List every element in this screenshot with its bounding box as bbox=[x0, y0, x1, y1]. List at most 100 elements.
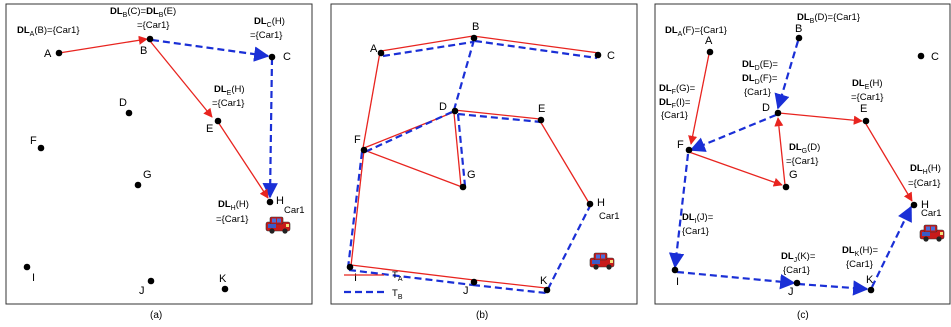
edge-b-d-g-blue bbox=[456, 113, 467, 187]
node-label-c-I: I bbox=[676, 276, 679, 288]
edge-c-g-d-red bbox=[774, 117, 786, 186]
edge-c-i-j-blue bbox=[676, 270, 796, 290]
edge-e-h-red bbox=[217, 121, 269, 199]
edge-b-d-e-red bbox=[453, 109, 541, 120]
panel-a-frame bbox=[5, 3, 313, 305]
node-label-a-G: G bbox=[143, 169, 152, 181]
annot-c-dld-val: {Car1} bbox=[744, 87, 771, 98]
annot-a-dlh-val: ={Car1} bbox=[216, 214, 249, 225]
annot-c-dlj: DLJ(K)= bbox=[781, 251, 816, 264]
edge-b-a-b-red bbox=[380, 35, 474, 52]
annot-c-dla: DLA(F)={Car1} bbox=[665, 25, 727, 38]
annot-a-dlc-val: ={Car1} bbox=[250, 30, 283, 41]
node-label-c-F: F bbox=[677, 139, 684, 151]
node-c-A bbox=[706, 48, 714, 56]
annot-c-dlh: DLH(H) bbox=[910, 163, 941, 176]
node-label-b-A: A bbox=[370, 43, 378, 55]
edge-b-f-g-red bbox=[363, 149, 463, 188]
node-c-H bbox=[910, 201, 918, 209]
node-label-c-H: H bbox=[921, 199, 929, 211]
edge-b-b-c-blue bbox=[474, 39, 598, 60]
annot-c-dlb: DLB(D)={Car1} bbox=[797, 12, 860, 25]
edge-c-k-h-blue bbox=[871, 205, 912, 288]
legend: TA TB bbox=[344, 270, 403, 301]
annot-c-dle: DLE(H) bbox=[852, 78, 883, 91]
node-a-I bbox=[23, 263, 31, 271]
annot-c-dli-val: {Car1} bbox=[682, 226, 709, 237]
node-label-a-J: J bbox=[139, 285, 145, 297]
panel-a: A B C D E F G H I J K DLA(B)={Car1} DLB(… bbox=[5, 3, 313, 321]
node-c-J bbox=[793, 279, 801, 287]
node-label-c-B: B bbox=[795, 23, 802, 35]
panel-b: A B C D E F G H I J K Car1 TA TB (b) bbox=[330, 3, 638, 321]
annot-c-dlg-val: ={Car1} bbox=[786, 156, 819, 167]
annot-c-dlh-val: ={Car1} bbox=[908, 178, 941, 189]
edge-b-a-b-blue bbox=[382, 40, 474, 58]
node-a-E bbox=[214, 117, 222, 125]
node-label-c-K: K bbox=[866, 274, 874, 286]
node-label-b-B: B bbox=[472, 21, 479, 33]
node-c-K bbox=[867, 286, 875, 294]
node-label-c-C: C bbox=[931, 51, 939, 63]
node-label-a-K: K bbox=[219, 273, 227, 285]
node-a-F bbox=[37, 144, 45, 152]
edge-b-k-h-blue bbox=[547, 205, 591, 290]
node-label-a-I: I bbox=[32, 272, 35, 284]
node-label-b-C: C bbox=[607, 50, 615, 62]
edge-b-d-g-red bbox=[453, 112, 462, 187]
node-b-J bbox=[470, 278, 478, 286]
annot-c-dlf-i: DLF(I)= bbox=[659, 97, 691, 110]
edge-b-j-k-blue bbox=[472, 283, 547, 295]
car-label-b: Car1 bbox=[599, 211, 620, 222]
node-label-b-I: I bbox=[354, 272, 357, 284]
node-c-I bbox=[671, 266, 679, 274]
node-a-G bbox=[134, 181, 142, 189]
annot-c-dlk: DLK(H)= bbox=[842, 245, 879, 258]
legend-ta-label: TA bbox=[392, 270, 403, 283]
node-b-D bbox=[451, 107, 459, 115]
panel-c: A B C D E F G H I J K DLA(F)={Car1} DLB(… bbox=[654, 3, 951, 321]
node-a-A bbox=[55, 49, 63, 57]
node-label-c-A: A bbox=[705, 35, 713, 47]
legend-tb-label: TB bbox=[392, 288, 403, 301]
annot-a-dlc: DLC(H) bbox=[254, 16, 285, 29]
node-label-a-C: C bbox=[283, 51, 291, 63]
node-a-H bbox=[266, 198, 274, 206]
annot-c-dlj-val: {Car1} bbox=[783, 265, 810, 276]
caption-a: (a) bbox=[150, 310, 162, 321]
edge-b-i-j-red bbox=[350, 264, 475, 281]
annot-c-dli: DLI(J)= bbox=[682, 212, 714, 225]
node-label-b-F: F bbox=[354, 134, 361, 146]
node-b-G bbox=[459, 183, 467, 191]
annot-a-dle-val: ={Car1} bbox=[212, 98, 245, 109]
node-label-b-D: D bbox=[439, 101, 447, 113]
node-label-c-D: D bbox=[762, 102, 770, 114]
node-c-D bbox=[774, 109, 782, 117]
edge-b-j-k-red bbox=[473, 279, 547, 289]
node-label-c-E: E bbox=[860, 103, 867, 115]
edge-b-a-f-red bbox=[362, 51, 381, 149]
edge-b-i-j-blue bbox=[348, 268, 474, 287]
node-label-a-A: A bbox=[44, 48, 52, 60]
edge-b-d-e-blue bbox=[457, 112, 542, 124]
edge-c-h-blue bbox=[262, 57, 278, 199]
node-label-b-E: E bbox=[538, 103, 545, 115]
node-a-D bbox=[125, 109, 133, 117]
node-label-c-J: J bbox=[788, 286, 794, 298]
node-b-B bbox=[470, 34, 478, 42]
node-c-G bbox=[782, 183, 790, 191]
edge-b-f-i-red bbox=[350, 149, 365, 267]
node-b-K bbox=[543, 286, 551, 294]
edge-c-f-g-red bbox=[688, 151, 783, 187]
edge-c-d-f-blue bbox=[689, 113, 777, 152]
edge-c-e-h-red bbox=[865, 123, 913, 202]
node-b-F bbox=[360, 146, 368, 154]
annot-c-dld-f: DLD(F)= bbox=[742, 73, 778, 86]
node-label-a-F: F bbox=[30, 135, 37, 147]
node-b-A bbox=[377, 49, 385, 57]
node-a-C bbox=[268, 53, 276, 61]
node-a-K bbox=[221, 285, 229, 293]
node-label-a-E: E bbox=[206, 123, 213, 135]
edge-b-f-i-blue bbox=[346, 151, 364, 269]
